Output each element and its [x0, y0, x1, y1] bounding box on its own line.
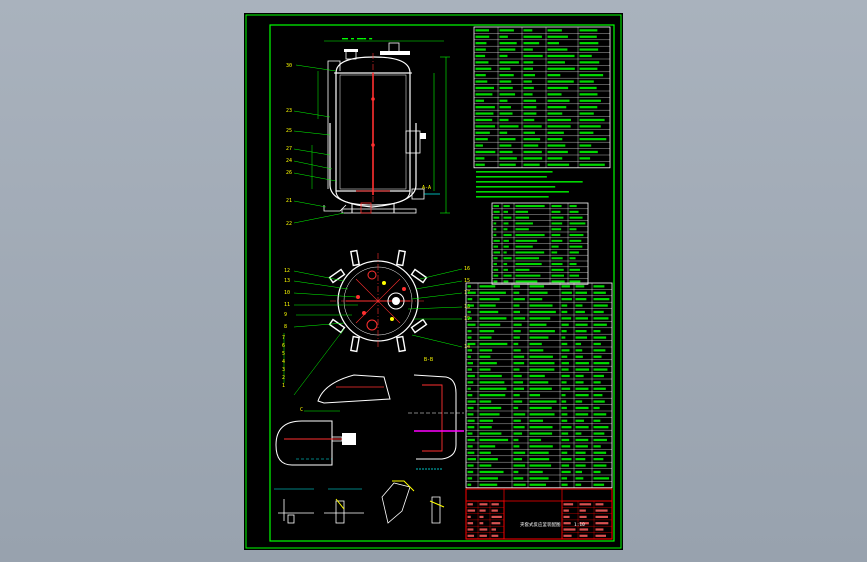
leader-label: 27 — [286, 146, 292, 152]
leader-label: 30 — [286, 63, 292, 69]
vessel-plan-view — [283, 249, 463, 396]
leader-label: 7 — [282, 335, 285, 341]
leader-label: 11 — [284, 302, 290, 308]
leader-label: 5 — [282, 351, 285, 357]
leader-label: 6 — [282, 343, 285, 349]
drawing-sheet: ▬▬ ▬ ▬▬▬ ▬ — [244, 13, 623, 550]
leader-label: 15 — [464, 278, 470, 284]
section-label: C — [300, 407, 303, 413]
leader-label: 13 — [284, 278, 290, 284]
elevation-leader-numbers: 30 23 25 27 24 26 21 22 A-A — [286, 63, 431, 227]
detail-views — [274, 374, 464, 524]
nozzle-table — [491, 202, 589, 285]
drawing-title: 夹套式反应釜装配图 — [520, 521, 561, 528]
svg-text:▬▬ ▬ ▬▬▬ ▬: ▬▬ ▬ ▬▬▬ ▬ — [342, 36, 372, 42]
section-label: B-B — [424, 357, 433, 363]
leader-label: 24 — [286, 158, 292, 164]
leader-label: 12 — [284, 268, 290, 274]
leader-label: 21 — [286, 198, 292, 204]
drawing-scale: 1:10 — [574, 522, 585, 528]
leader-label: 8 — [284, 324, 287, 330]
leader-label: 4 — [282, 359, 285, 365]
inner-frame — [269, 24, 615, 542]
leader-label: 10 — [284, 290, 290, 296]
leader-label: 18 — [464, 304, 470, 310]
leader-label: 26 — [286, 170, 292, 176]
technical-characteristics-table — [473, 26, 611, 198]
section-label: A-A — [422, 185, 431, 191]
leader-label: 22 — [286, 221, 292, 227]
leader-label: 25 — [286, 128, 292, 134]
parts-list-table — [465, 282, 613, 489]
vessel-elevation: ▬▬ ▬ ▬▬▬ ▬ — [293, 36, 450, 224]
leader-label: 17 — [464, 290, 470, 296]
leader-label: 2 — [282, 375, 285, 381]
cad-drawing: ▬▬ ▬ ▬▬▬ ▬ — [245, 14, 622, 549]
leader-label: 1 — [282, 383, 285, 389]
title-block: 夹套式反应釜装配图 1:10 — [465, 488, 613, 540]
leader-label: 19 — [464, 316, 470, 322]
leader-label: 23 — [286, 108, 292, 114]
outer-frame — [245, 14, 622, 549]
leader-label: 3 — [282, 367, 285, 373]
leader-label: 16 — [464, 266, 470, 272]
leader-label: 9 — [284, 312, 287, 318]
